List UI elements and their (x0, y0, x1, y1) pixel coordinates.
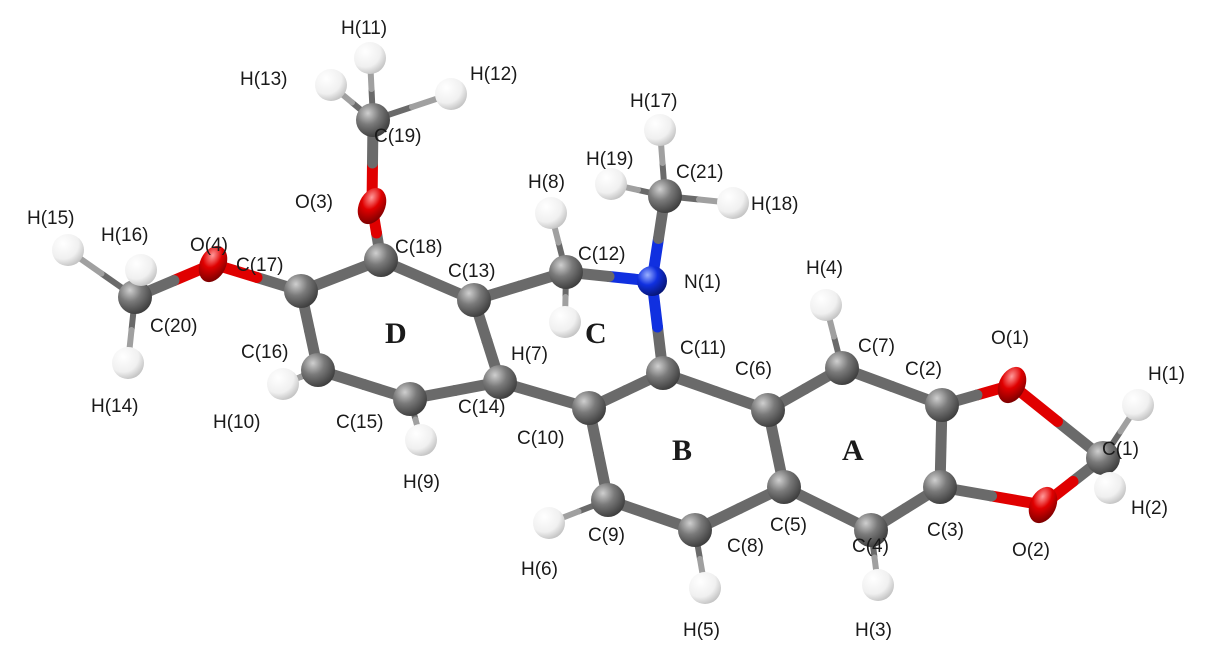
atom-c1 (1086, 441, 1120, 475)
atom-label-c17: C(17) (236, 255, 284, 276)
atom-h14 (112, 347, 144, 379)
atom-h10 (267, 368, 299, 400)
atom-c12 (549, 255, 583, 289)
atom-h1 (1122, 389, 1154, 421)
ring-label-a: A (842, 434, 864, 467)
atom-c13 (457, 283, 491, 317)
atom-h8 (535, 197, 567, 229)
atom-h13 (315, 69, 347, 101)
atom-c9 (591, 483, 625, 517)
atom-c3 (923, 470, 957, 504)
atom-h11 (354, 42, 386, 74)
atom-h17 (644, 114, 676, 146)
atom-c11 (646, 356, 680, 390)
ring-label-d: D (385, 317, 407, 350)
atom-c6 (751, 393, 785, 427)
atom-label-h8: H(8) (528, 172, 565, 193)
atom-label-c13: C(13) (448, 261, 496, 282)
atom-label-c8: C(8) (727, 536, 764, 557)
atom-label-h19: H(19) (586, 149, 634, 170)
atom-h3 (862, 569, 894, 601)
atom-h5 (689, 572, 721, 604)
atoms-layer (52, 42, 1154, 604)
atom-label-h15: H(15) (27, 208, 75, 229)
atom-c20 (118, 280, 152, 314)
atom-label-o3: O(3) (295, 192, 333, 213)
atom-label-h5: H(5) (683, 620, 720, 641)
atom-label-h7: H(7) (511, 344, 548, 365)
atom-label-c15: C(15) (336, 412, 384, 433)
atom-o2 (1028, 486, 1058, 524)
atom-label-h18: H(18) (751, 194, 799, 215)
atom-label-c12: C(12) (578, 244, 626, 265)
atom-label-h4: H(4) (806, 258, 843, 279)
atom-label-c19: C(19) (374, 126, 422, 147)
atom-h9 (405, 424, 437, 456)
atom-label-c4: C(4) (852, 536, 889, 557)
atom-label-c16: C(16) (241, 342, 289, 363)
atom-h6 (533, 507, 565, 539)
atom-label-h10: H(10) (213, 412, 261, 433)
atom-label-h6: H(6) (521, 559, 558, 580)
atom-c16 (301, 353, 335, 387)
atom-h12 (435, 78, 467, 110)
atom-h7 (549, 306, 581, 338)
atom-label-c18: C(18) (395, 237, 443, 258)
atom-label-c14: C(14) (458, 397, 506, 418)
atom-c18 (364, 243, 398, 277)
atom-o4 (198, 245, 228, 283)
atom-h16 (125, 254, 157, 286)
atom-label-h12: H(12) (470, 64, 518, 85)
atom-label-c20: C(20) (150, 316, 198, 337)
atom-label-c3: C(3) (927, 520, 964, 541)
atom-label-h11: H(11) (341, 18, 387, 39)
atom-label-c11: C(11) (680, 338, 726, 359)
atom-label-o2: O(2) (1012, 540, 1050, 561)
atom-c5 (767, 470, 801, 504)
atom-label-c9: C(9) (588, 525, 625, 546)
atom-c17 (284, 274, 318, 308)
atom-label-c10: C(10) (517, 428, 565, 449)
atom-c19 (356, 103, 390, 137)
atom-c4 (854, 513, 888, 547)
atom-label-c2: C(2) (905, 359, 942, 380)
atom-c15 (393, 382, 427, 416)
atom-label-h2: H(2) (1131, 498, 1168, 519)
atom-h2 (1094, 472, 1126, 504)
atom-c10 (572, 391, 606, 425)
atom-o1 (997, 366, 1027, 404)
atom-h19 (595, 168, 627, 200)
atom-h18 (717, 187, 749, 219)
labels-layer: A B C D C(1) C(2) C(3) C(4) C(5) C(6) C(7) C(8)… (27, 18, 1185, 641)
atom-label-c6: C(6) (735, 359, 772, 380)
atom-label-n1: N(1) (684, 272, 721, 293)
atom-label-h3: H(3) (855, 620, 892, 641)
atom-label-c7: C(7) (858, 336, 895, 357)
atom-label-h9: H(9) (403, 472, 440, 493)
atom-o3 (357, 187, 387, 225)
atom-h4 (810, 289, 842, 321)
atom-n1 (637, 266, 667, 296)
atom-label-o4: O(4) (190, 235, 228, 256)
atom-label-c5: C(5) (770, 515, 807, 536)
atom-c8 (678, 513, 712, 547)
ring-label-b: B (672, 434, 692, 467)
atom-label-h1: H(1) (1148, 364, 1185, 385)
atom-c7 (825, 351, 859, 385)
atom-c2 (925, 388, 959, 422)
atom-label-h13: H(13) (240, 69, 288, 90)
atom-label-o1: O(1) (991, 328, 1029, 349)
atom-c21 (648, 179, 682, 213)
atom-h15 (52, 234, 84, 266)
atom-c14 (483, 365, 517, 399)
atom-label-c21: C(21) (676, 162, 724, 183)
atom-label-h16: H(16) (101, 225, 149, 246)
atom-label-h17: H(17) (630, 91, 678, 112)
atom-label-c1: C(1) (1102, 439, 1139, 460)
ring-label-c: C (585, 317, 607, 350)
atom-label-h14: H(14) (91, 396, 139, 417)
